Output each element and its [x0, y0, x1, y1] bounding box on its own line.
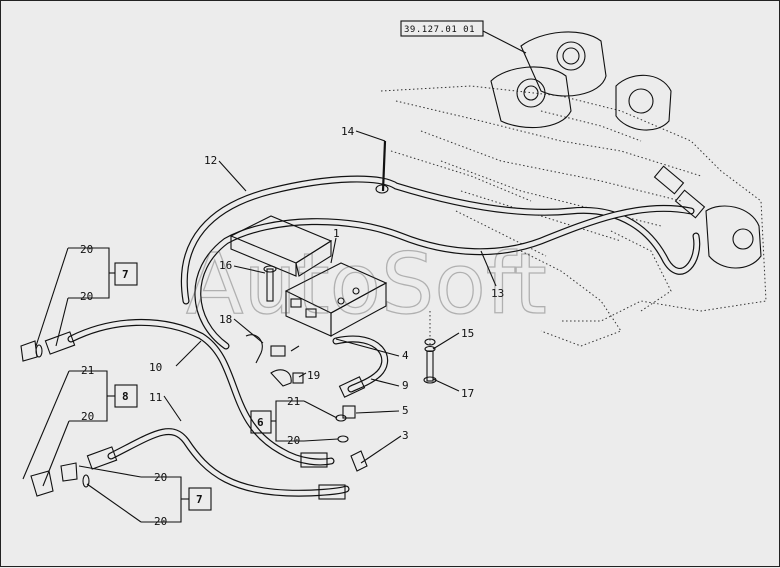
kit-boxes [114, 262, 272, 511]
callout-15: 15 [461, 327, 474, 340]
callout-18: 18 [219, 313, 232, 326]
hose-fittings [44, 165, 706, 500]
watermark: AutoSoft [186, 235, 547, 333]
callout-20-bottom-lower: 20 [154, 515, 167, 528]
hose-9 [332, 335, 389, 393]
callout-12: 12 [204, 154, 217, 167]
callout-20-bottom: 20 [154, 471, 167, 484]
callout-1: 1 [333, 227, 340, 240]
callout-14: 14 [341, 125, 355, 138]
callout-16: 16 [219, 259, 232, 272]
hose-11 [107, 428, 350, 497]
callout-17: 17 [461, 387, 474, 400]
callout-20-top-lower: 20 [80, 290, 93, 303]
callout-21-mid: 21 [81, 364, 94, 377]
callout-10: 10 [149, 361, 162, 374]
kit-label-mid: 8 [122, 390, 129, 403]
valve-block [284, 262, 388, 337]
hose-13 [194, 204, 695, 350]
callout-20-mid: 20 [81, 410, 94, 423]
hose-12 [180, 175, 701, 305]
kit-label-bottom: 7 [196, 493, 203, 506]
valve-bracket [229, 215, 333, 277]
callout-20-top: 20 [80, 243, 93, 256]
machine-frame [380, 85, 767, 347]
bolt-16 [263, 265, 277, 302]
callout-9: 9 [402, 379, 409, 392]
reference-number: 39.127.01 01 [404, 25, 475, 35]
callout-21-center: 21 [287, 395, 300, 408]
reference-box [400, 20, 484, 37]
kit-label-top: 7 [122, 268, 129, 281]
callout-4: 4 [402, 349, 409, 362]
callout-3: 3 [402, 429, 409, 442]
callout-11: 11 [149, 391, 162, 404]
callout-19: 19 [307, 369, 320, 382]
kit-label-center: 6 [257, 416, 264, 429]
upper-bracket [490, 31, 762, 269]
kit-brackets [22, 247, 339, 523]
callout-13: 13 [491, 287, 504, 300]
bolt-14 [375, 140, 389, 194]
fittings [20, 334, 436, 497]
hose-10 [67, 319, 335, 466]
callout-5: 5 [402, 404, 409, 417]
callout-20-center: 20 [287, 434, 300, 447]
leader-lines [163, 30, 527, 464]
